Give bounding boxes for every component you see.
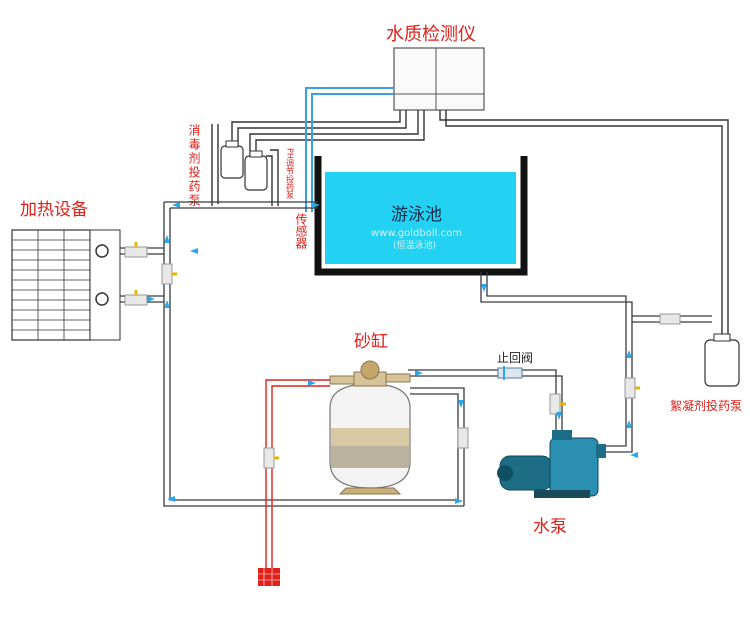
valve-icon [263, 447, 279, 469]
pool-label: 游泳池 [391, 205, 442, 225]
sensor-label: 传感器 [294, 212, 308, 250]
valve-icon [457, 427, 469, 449]
dosing-pipes [211, 124, 279, 206]
check-valve-label: 止回阀 [497, 351, 533, 365]
valve-icon [161, 263, 177, 285]
flocculant-pump-label: 絮凝剂投药泵 [670, 398, 742, 413]
flow-arrow-icon [147, 202, 638, 504]
disinfectant-pump [220, 140, 244, 179]
valve-icon [624, 377, 640, 399]
pool-watermark-sub: (恒温泳池) [393, 239, 436, 251]
valve-icon [549, 393, 566, 415]
water-pump-label: 水泵 [533, 517, 567, 537]
flocculant-pump [704, 333, 740, 387]
water-quality-monitor [393, 47, 485, 111]
ph-pump-label: PH调节投药泵 [286, 148, 295, 199]
water-pump [497, 430, 606, 498]
heater [11, 229, 121, 341]
pool-watermark-url: www.goldboll.com [371, 228, 462, 239]
monitor-cables [231, 110, 729, 340]
drain-outlet [258, 568, 280, 586]
check-valve [497, 366, 523, 380]
ph-adjust-pump [244, 150, 268, 191]
valve-icon [659, 313, 681, 325]
valve-icon [124, 290, 148, 306]
valve-icon [124, 242, 148, 258]
sand-filter [329, 360, 411, 495]
disinfectant-pump-label: 消毒剂投药泵 [187, 124, 201, 208]
heater-label: 加热设备 [20, 200, 88, 220]
sand-filter-label: 砂缸 [354, 331, 388, 352]
drain-pipe [265, 379, 330, 570]
water-quality-monitor-label: 水质检测仪 [386, 24, 476, 45]
pool [314, 156, 528, 276]
sensor-line [305, 87, 394, 212]
